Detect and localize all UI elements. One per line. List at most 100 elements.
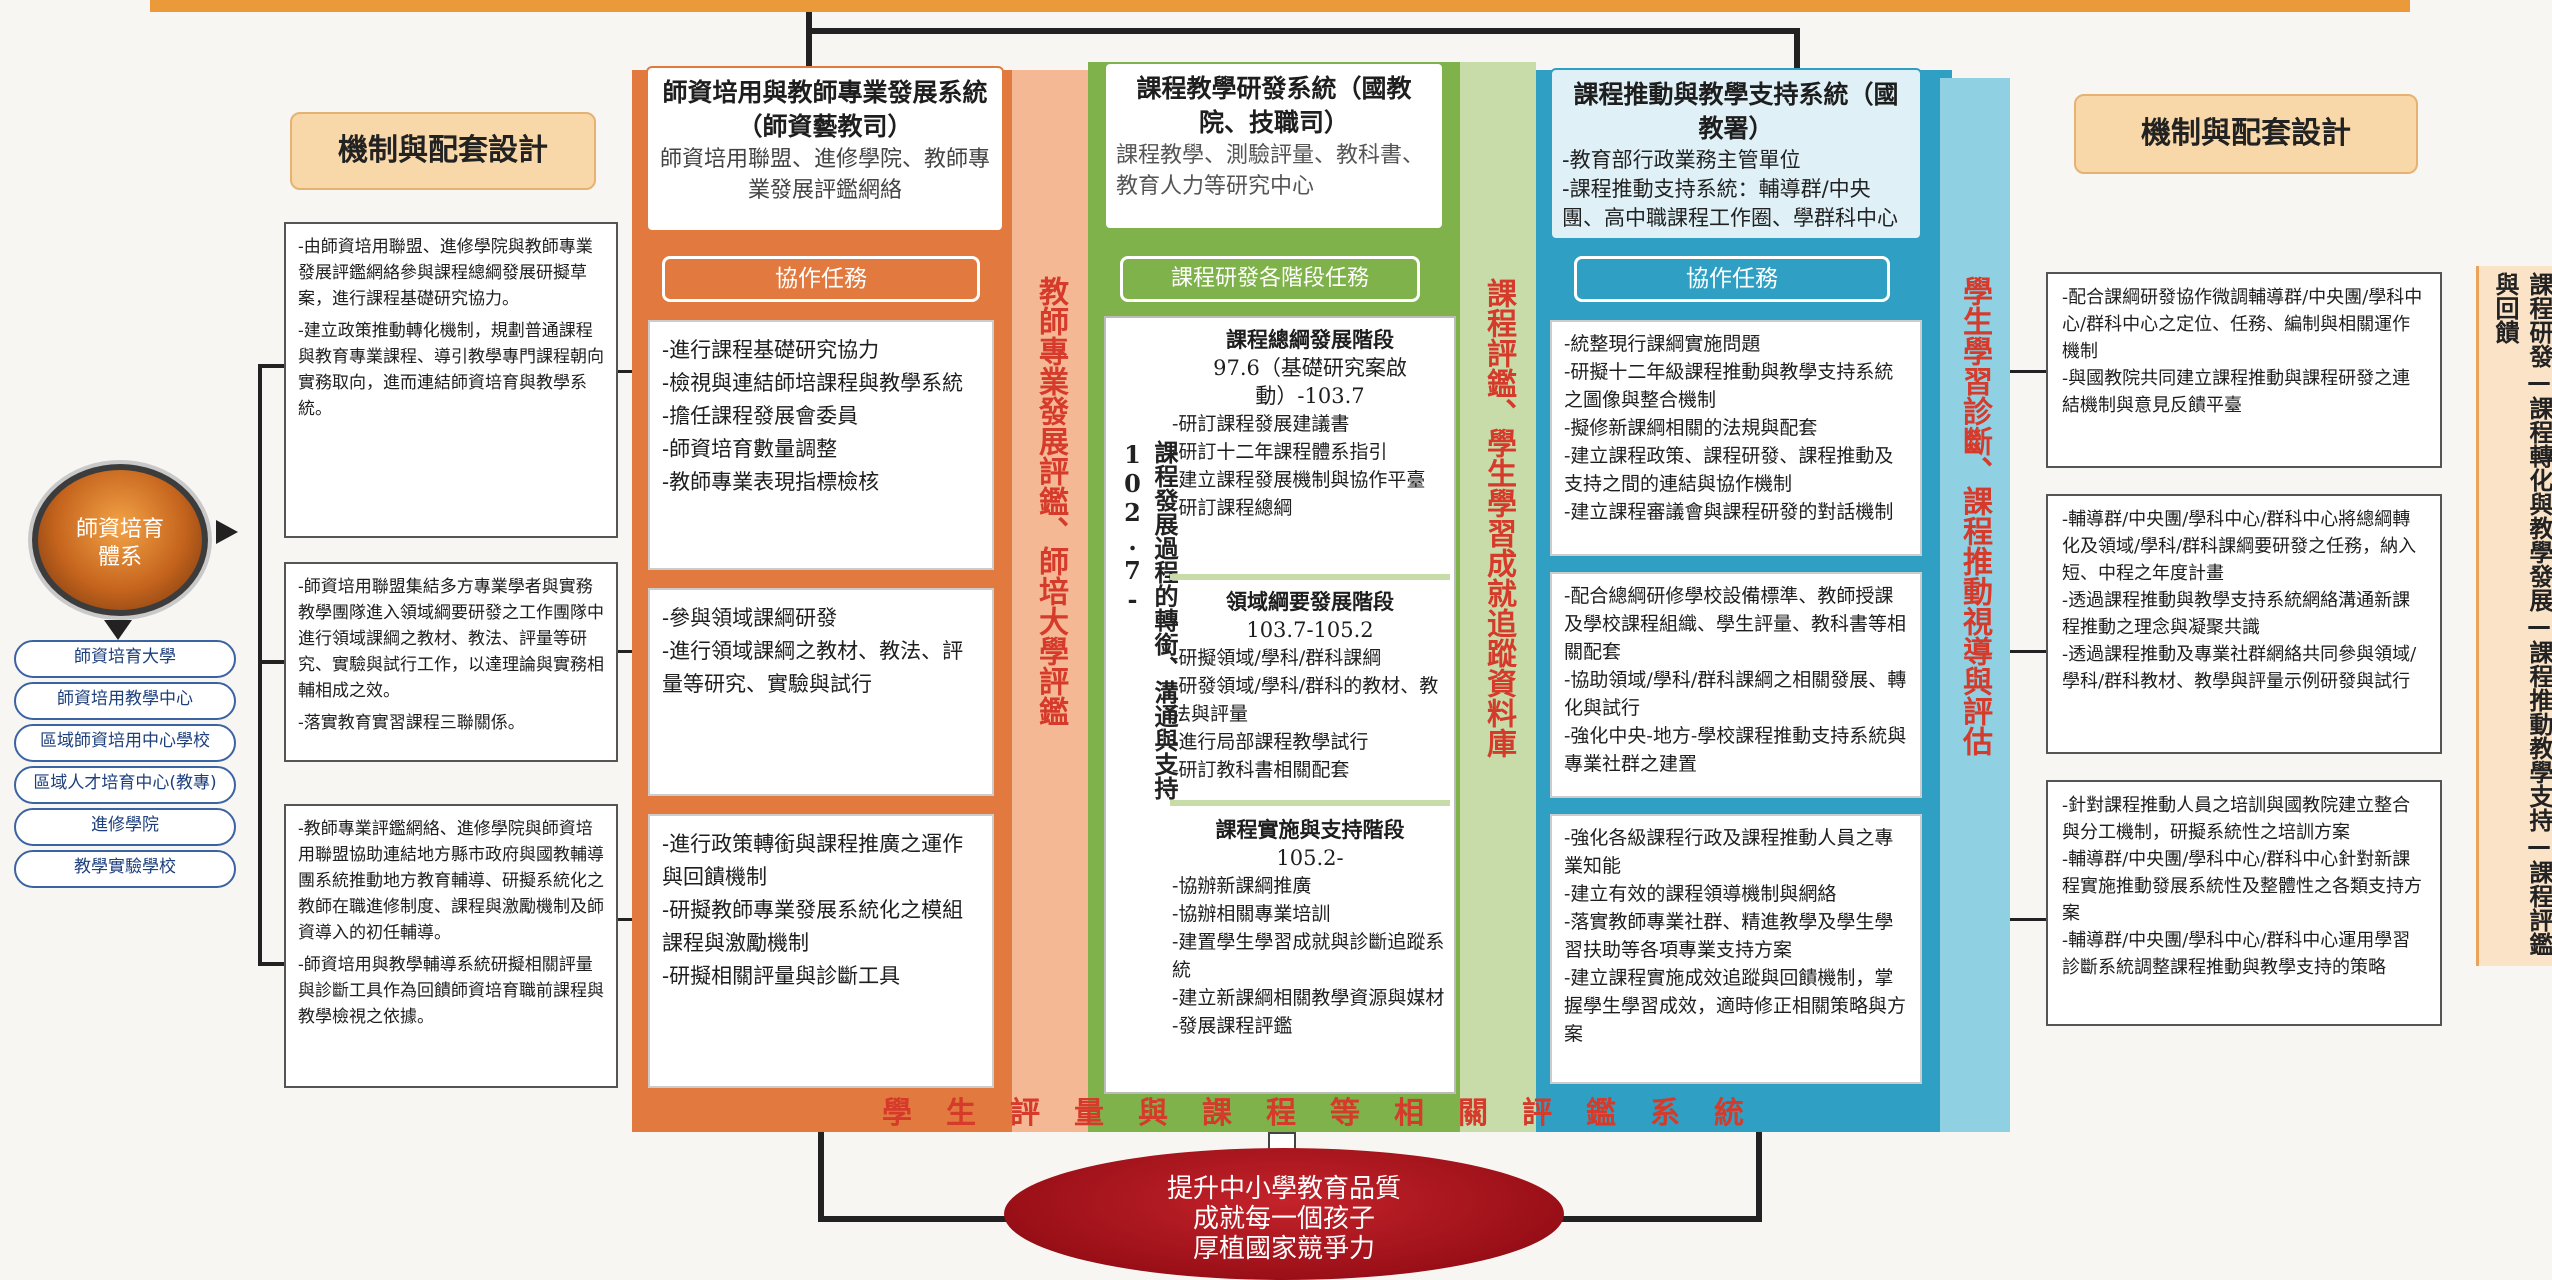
col2-stage-1: 課程總綱發展階段 97.6（基礎研究案啟動）-103.7 -研訂課程發展建議書 …	[1172, 326, 1448, 522]
stage-item: -研發領域/學科/群科的教材、教法與評量	[1172, 675, 1439, 725]
col1-section-1: -進行課程基礎研究協力 -檢視與連結師培課程與教學系統 -擔任課程發展會委員 -…	[648, 320, 994, 570]
teacher-item: 教學實驗學校	[14, 850, 236, 888]
connector	[2010, 370, 2050, 373]
strip-green	[1460, 62, 1536, 1132]
teacher-item: 進修學院	[14, 808, 236, 846]
col3-item: -研擬十二年級課程推動與教學支持系統之圖像與整合機制	[1564, 361, 1894, 411]
col2-inner	[1104, 316, 1456, 1094]
stage-title: 課程實施與支持階段	[1215, 817, 1405, 842]
col3-item: -建立課程政策、課程研發、課程推動及支持之間的連結與協作機制	[1564, 445, 1894, 495]
stage-title: 領域綱要發展階段	[1226, 589, 1394, 614]
connector	[2010, 650, 2050, 653]
col3-item: -建立課程審議會與課程研發的對話機制	[1564, 501, 1894, 523]
left-note-1: -由師資培用聯盟、進修學院與教師專業發展評鑑網絡參與課程總綱發展研擬草案，進行課…	[284, 222, 618, 538]
goal-line: 成就每一個孩子	[1192, 1204, 1375, 1234]
stage-item: -研訂課程總綱	[1172, 497, 1293, 519]
col1-item: -擔任課程發展會委員	[662, 404, 859, 428]
stage-divider	[1170, 574, 1450, 580]
strip-green-label: 課程評鑑、學生學習成就追蹤資料庫	[1481, 278, 1516, 758]
col2-title: 課程教學研發系統（國教院、技職司）	[1136, 74, 1412, 137]
col1-title: 師資培用與教師專業發展系統（師資藝教司）	[662, 78, 988, 141]
right-note-item: -與國教院共同建立課程推動與課程研發之連結機制與意見反饋平臺	[2062, 368, 2411, 416]
top-connector	[806, 12, 812, 70]
col2-task-label: 課程研發各階段任務	[1120, 256, 1420, 302]
col3-item: -擬修新課綱相關的法規與配套	[1564, 417, 1818, 439]
col3-item: -強化中央-地方-學校課程推動支持系統與專業社群之建置	[1564, 725, 1907, 775]
col1-task-label: 協作任務	[662, 256, 980, 302]
teacher-items: 師資培育大學 師資培用教學中心 區域師資培用中心學校 區域人才培育中心(教專) …	[14, 640, 236, 888]
right-note-item: -輔導群/中央團/學科中心/群科中心針對新課程實施推動發展系統性及整體性之各類支…	[2062, 849, 2422, 924]
col2-header: 課程教學研發系統（國教院、技職司） 課程教學、測驗評量、教科書、教育人力等研究中…	[1104, 62, 1444, 230]
left-bracket-top	[258, 364, 284, 368]
stage-item: -建立新課綱相關教學資源與媒材	[1172, 987, 1445, 1009]
left-note-item: -師資培用聯盟集結多方專業學者與實務教學團隊進入領域綱要研發之工作團隊中進行領域…	[298, 577, 604, 701]
right-note-item: -針對課程推動人員之培訓與國教院建立整合與分工機制，研擬系統性之培訓方案	[2062, 795, 2411, 843]
connector	[2010, 918, 2050, 921]
stage-item: -進行局部課程教學試行	[1172, 731, 1369, 753]
col1-item: -研擬相關評量與診斷工具	[662, 964, 901, 988]
right-mechanism-label: 機制與配套設計	[2074, 94, 2418, 174]
stage-item: -發展課程評鑑	[1172, 1015, 1293, 1037]
col2-stage-3: 課程實施與支持階段 105.2- -協辦新課綱推廣 -協辦相關專業培訓 -建置學…	[1172, 816, 1448, 1040]
col1-item: -進行領域課綱之教材、教法、評量等研究、實驗與試行	[662, 639, 964, 696]
arrow-right-icon	[216, 520, 238, 544]
bottom-band-label: 學生評量與課程等相關評鑑系統	[882, 1096, 1778, 1131]
col1-section-2: -參與領域課綱研發 -進行領域課綱之教材、教法、評量等研究、實驗與試行	[648, 588, 994, 796]
col3-section-1: -統整現行課綱實施問題 -研擬十二年級課程推動與教學支持系統之圖像與整合機制 -…	[1550, 320, 1922, 556]
col1-item: -參與領域課綱研發	[662, 606, 838, 630]
teacher-item: 師資培用教學中心	[14, 682, 236, 720]
col1-item: -進行課程基礎研究協力	[662, 338, 880, 362]
col3-item: -建立有效的課程領導機制與網絡	[1564, 883, 1837, 905]
left-bracket-bot	[258, 962, 284, 966]
col1-item: -研擬教師專業發展系統化之模組課程與激勵機制	[662, 898, 964, 955]
col2-vertical-label: 課程發展過程的轉銜、溝通與支持 102.7-	[1118, 440, 1179, 800]
col1-item: -檢視與連結師培課程與教學系統	[662, 371, 964, 395]
stage-item: -研擬領域/學科/群科課綱	[1172, 647, 1382, 669]
stage-divider	[1170, 800, 1450, 806]
right-note-2: -輔導群/中央團/學科中心/群科中心將總綱轉化及領域/學科/群科課綱要研發之任務…	[2046, 494, 2442, 754]
right-edge-label: 課程研發—課程轉化與教學發展—課程推動教學支持—課程評鑑與回饋	[2491, 272, 2552, 956]
top-connector-bar	[806, 28, 1800, 34]
col1-header: 師資培用與教師專業發展系統（師資藝教司） 師資培用聯盟、進修學院、教師專業發展評…	[646, 66, 1004, 232]
left-note-item: -建立政策推動轉化機制，規劃普通課程與教育專業課程、導引教學專門課程朝向實務取向…	[298, 321, 604, 419]
right-note-item: -配合課綱研發協作微調輔導群/中央團/學科中心/群科中心之定位、任務、編制與相關…	[2062, 287, 2423, 362]
left-note-item: -師資培用與教學輔導系統研擬相關評量與診斷工具作為回饋師資培育職前課程與教學檢視…	[298, 955, 604, 1027]
goal-line: 提升中小學教育品質	[1166, 1174, 1401, 1204]
col3-section-2: -配合總綱研修學校設備標準、教師授課及學校課程組織、學生評量、教科書等相關配套 …	[1550, 572, 1922, 798]
left-note-item: -由師資培用聯盟、進修學院與教師專業發展評鑑網絡參與課程總綱發展研擬草案，進行課…	[298, 237, 593, 309]
stage-period: 105.2-	[1276, 846, 1344, 870]
stage-item: -研訂課程發展建議書	[1172, 413, 1350, 435]
left-bracket	[258, 364, 262, 964]
strip-blue-label: 學生學習診斷、課程推動視導與評估	[1957, 276, 1992, 756]
col3-header: 課程推動與教學支持系統（國教署） -教育部行政業務主管單位 -課程推動支持系統：…	[1550, 68, 1922, 240]
right-note-3: -針對課程推動人員之培訓與國教院建立整合與分工機制，研擬系統性之培訓方案 -輔導…	[2046, 780, 2442, 1026]
col3-item: -強化各級課程行政及課程推動人員之專業知能	[1564, 827, 1894, 877]
stage-title: 課程總綱發展階段	[1226, 327, 1394, 352]
top-banner	[150, 0, 2410, 12]
right-edge-bar	[2476, 266, 2552, 966]
col3-subtitle: -教育部行政業務主管單位 -課程推動支持系統：輔導群/中央團、高中職課程工作圈、…	[1562, 148, 1898, 230]
stage-item: -研訂十二年課程體系指引	[1172, 441, 1388, 463]
col3-item: -配合總綱研修學校設備標準、教師授課及學校課程組織、學生評量、教科書等相關配套	[1564, 585, 1907, 663]
teacher-item: 區域人才培育中心(教專)	[14, 766, 236, 804]
col1-item: -進行政策轉銜與課程推廣之運作與回饋機制	[662, 832, 964, 889]
stage-period: 103.7-105.2	[1246, 618, 1374, 642]
stage-item: -研訂教科書相關配套	[1172, 759, 1350, 781]
right-note-item: -透過課程推動與教學支持系統網絡溝通新課程推動之理念與凝聚共識	[2062, 590, 2411, 638]
left-bracket-mid	[258, 660, 284, 664]
strip-orange	[1012, 70, 1088, 1132]
col3-item: -協助領域/學科/群科課綱之相關發展、轉化與試行	[1564, 669, 1907, 719]
left-note-3: -教師專業評鑑網絡、進修學院與師資培用聯盟協助連結地方縣市政府與國教輔導團系統推…	[284, 804, 618, 1088]
teacher-item: 區域師資培用中心學校	[14, 724, 236, 762]
left-note-item: -教師專業評鑑網絡、進修學院與師資培用聯盟協助連結地方縣市政府與國教輔導團系統推…	[298, 819, 604, 943]
goal-ellipse: 提升中小學教育品質 成就每一個孩子 厚植國家競爭力	[1004, 1148, 1564, 1280]
stage-item: -協辦新課綱推廣	[1172, 875, 1312, 897]
left-note-2: -師資培用聯盟集結多方專業學者與實務教學團隊進入領域綱要研發之工作團隊中進行領域…	[284, 562, 618, 762]
col3-item: -落實教師專業社群、精進教學及學生學習扶助等各項專業支持方案	[1564, 911, 1894, 961]
teacher-item: 師資培育大學	[14, 640, 236, 678]
col3-item: -建立課程實施成效追蹤與回饋機制，掌握學生學習成效，適時修正相關策略與方案	[1564, 967, 1907, 1045]
right-note-item: -輔導群/中央團/學科中心/群科中心將總綱轉化及領域/學科/群科課綱要研發之任務…	[2062, 509, 2417, 584]
right-note-item: -透過課程推動及專業社群網絡共同參與領域/學科/群科教材、教學與評量示例研發與試…	[2062, 644, 2417, 692]
arrow-down-icon	[104, 620, 132, 640]
col3-task-label: 協作任務	[1574, 256, 1890, 302]
